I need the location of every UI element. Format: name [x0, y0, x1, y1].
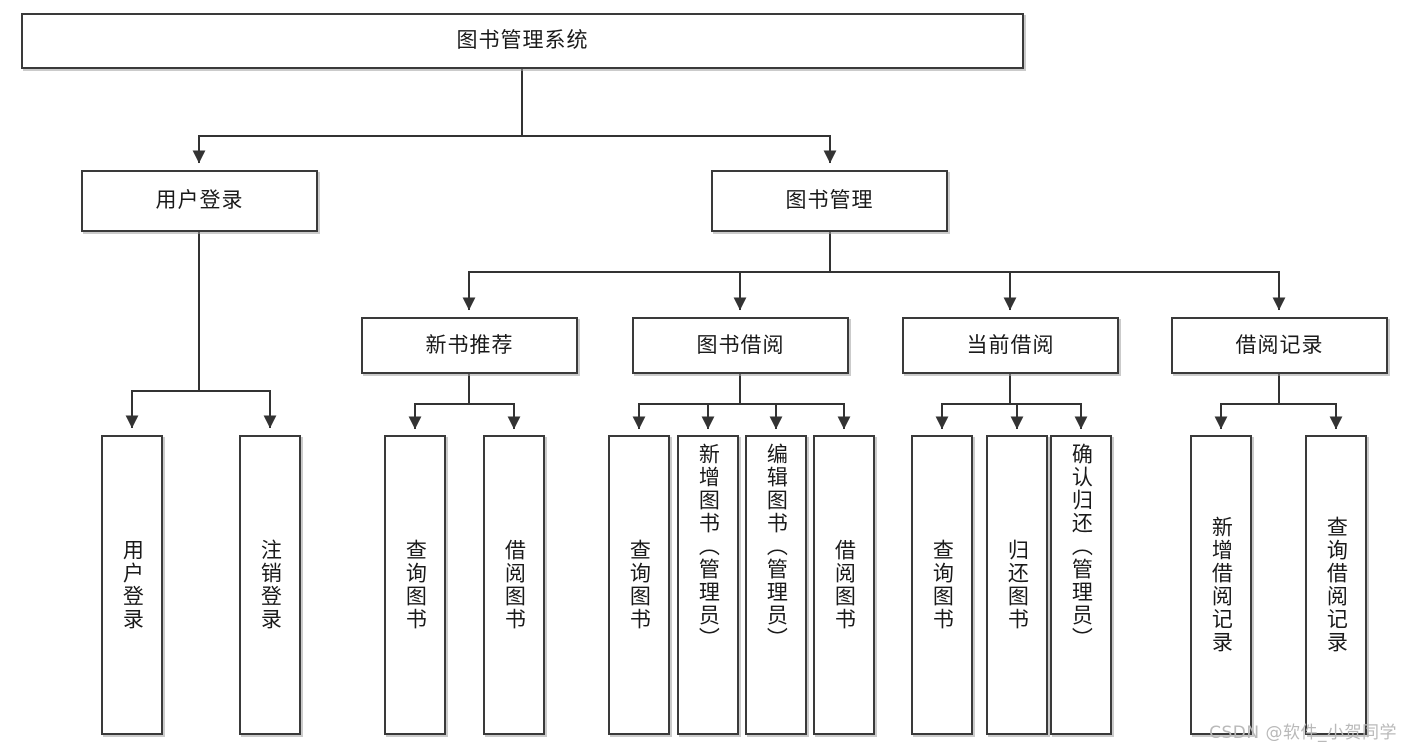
- node-current-borrow[interactable]: 当前借阅: [902, 317, 1119, 374]
- node-leaf-user-logout[interactable]: 注销登录: [239, 435, 301, 735]
- node-leaf-return-book-label: 归还图书: [1005, 539, 1030, 631]
- node-root[interactable]: 图书管理系统: [21, 13, 1024, 69]
- node-leaf-query-record[interactable]: 查询借阅记录: [1305, 435, 1367, 735]
- node-leaf-borrow-book-rec[interactable]: 借阅图书: [483, 435, 545, 735]
- node-leaf-user-logout-label: 注销登录: [258, 539, 283, 631]
- node-borrow-record-label: 借阅记录: [1235, 332, 1324, 357]
- node-leaf-confirm-return[interactable]: 确认归还（管理员）: [1050, 435, 1112, 735]
- node-leaf-borrow-book-rec-label: 借阅图书: [502, 539, 527, 631]
- node-leaf-query-book-borrow-label: 查询图书: [627, 539, 652, 631]
- node-leaf-user-login-label: 用户登录: [120, 539, 145, 631]
- node-leaf-query-book-rec-label: 查询图书: [403, 539, 428, 631]
- node-leaf-edit-book-label: 编辑图书（管理员）: [764, 443, 789, 650]
- node-book-manage[interactable]: 图书管理: [711, 170, 948, 232]
- watermark: CSDN @软件_小贺同学: [1209, 723, 1397, 743]
- node-leaf-query-record-label: 查询借阅记录: [1324, 516, 1349, 654]
- node-root-label: 图书管理系统: [456, 28, 589, 53]
- node-leaf-confirm-return-label: 确认归还（管理员）: [1069, 443, 1094, 650]
- node-leaf-user-login[interactable]: 用户登录: [101, 435, 163, 735]
- node-leaf-edit-book[interactable]: 编辑图书（管理员）: [745, 435, 807, 735]
- node-book-manage-label: 图书管理: [785, 188, 874, 213]
- node-leaf-query-book-rec[interactable]: 查询图书: [384, 435, 446, 735]
- node-leaf-add-record-label: 新增借阅记录: [1209, 516, 1234, 654]
- node-borrow-record[interactable]: 借阅记录: [1171, 317, 1388, 374]
- node-leaf-query-book-borrow[interactable]: 查询图书: [608, 435, 670, 735]
- node-leaf-return-book[interactable]: 归还图书: [986, 435, 1048, 735]
- node-leaf-add-book-label: 新增图书（管理员）: [696, 443, 721, 650]
- node-book-borrow[interactable]: 图书借阅: [632, 317, 849, 374]
- node-leaf-add-book[interactable]: 新增图书（管理员）: [677, 435, 739, 735]
- node-book-borrow-label: 图书借阅: [696, 332, 785, 357]
- node-leaf-borrow-book-label: 借阅图书: [832, 539, 857, 631]
- node-leaf-borrow-book[interactable]: 借阅图书: [813, 435, 875, 735]
- node-leaf-query-book-cur-label: 查询图书: [930, 539, 955, 631]
- node-user-login[interactable]: 用户登录: [81, 170, 318, 232]
- node-new-book-rec-label: 新书推荐: [425, 332, 514, 357]
- node-leaf-add-record[interactable]: 新增借阅记录: [1190, 435, 1252, 735]
- node-user-login-label: 用户登录: [155, 188, 244, 213]
- node-leaf-query-book-cur[interactable]: 查询图书: [911, 435, 973, 735]
- node-new-book-rec[interactable]: 新书推荐: [361, 317, 578, 374]
- node-current-borrow-label: 当前借阅: [966, 332, 1055, 357]
